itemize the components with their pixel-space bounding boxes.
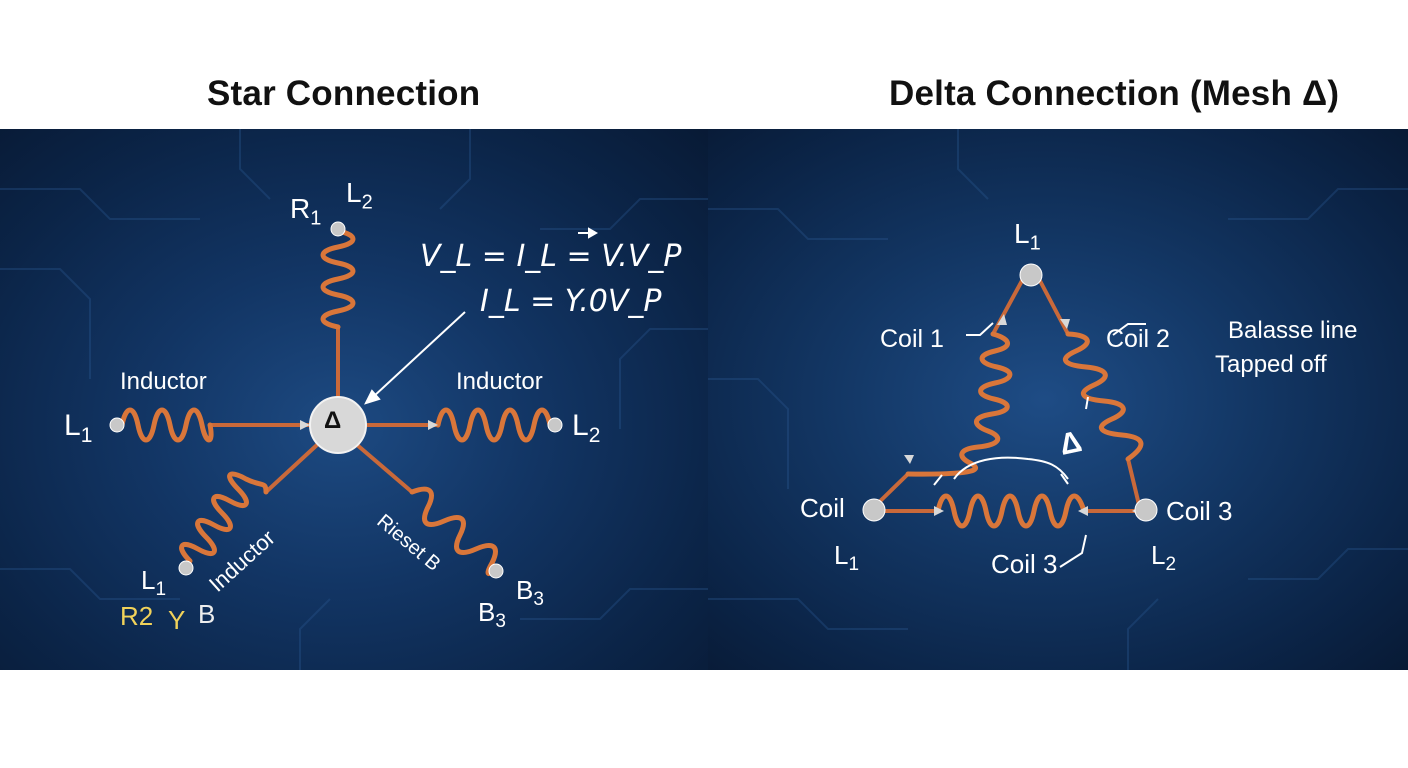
terminal-lower-right (488, 563, 504, 579)
coil-lower-left (179, 471, 269, 564)
label-tapped-off: Tapped off (1215, 351, 1327, 378)
coil-left (119, 407, 214, 443)
formula-line-1: V_L = I_L = V.V_P (420, 239, 682, 274)
coil-top (320, 228, 356, 330)
label-coil-1: Coil 1 (880, 325, 944, 353)
label-top-l2: L2 (346, 177, 373, 214)
label-coil-left: Coil (800, 493, 845, 523)
delta-diagram (708, 129, 1408, 670)
coil-lower-right (409, 486, 498, 576)
center-delta-symbol: Δ (324, 407, 342, 434)
terminal-lower-left (178, 560, 194, 576)
star-connection-panel: R1 L2 L1 L2 Inductor Inductor Inductor R… (0, 129, 708, 670)
coil-3 (935, 493, 1087, 529)
label-b3-lower: B3 (478, 597, 506, 633)
label-coil-3-bottom: Coil 3 (991, 549, 1058, 579)
star-terminals (109, 221, 563, 579)
delta-annotation-lines (933, 322, 1146, 568)
label-top-l1: L1 (1014, 218, 1041, 255)
delta-connection-panel: L1 Coil 1 Coil 2 Balasse line Tapped off… (708, 129, 1408, 670)
terminal-left (862, 498, 886, 522)
wire-lower-right (354, 442, 414, 494)
formula-pointer-arrow (364, 311, 466, 405)
wire-lower-left (264, 442, 320, 494)
label-r1: R1 (290, 193, 322, 230)
formula-line-2: I_L = Y.0V_P (480, 284, 662, 319)
label-balasse-line: Balasse line (1228, 317, 1358, 344)
terminal-top (1019, 263, 1043, 287)
terminal-left (109, 417, 125, 433)
coil-right (435, 407, 553, 443)
delta-connection-title: Delta Connection (Mesh Δ) (889, 74, 1340, 113)
label-right-l2: L2 (1151, 540, 1177, 576)
terminal-right (547, 417, 563, 433)
star-wires (208, 325, 440, 494)
background-traces (0, 129, 708, 670)
label-left-l1: L1 (834, 540, 860, 576)
label-b: B (198, 599, 216, 629)
star-center-node (309, 396, 367, 454)
label-left-l1: L1 (64, 409, 93, 447)
coil-2 (1062, 331, 1144, 462)
label-right-l2: L2 (572, 409, 601, 447)
delta-terminals (862, 263, 1158, 522)
label-b3-upper: B3 (516, 575, 544, 611)
bottom-margin (0, 670, 1408, 768)
label-y: Y (168, 605, 186, 635)
terminal-right (1134, 498, 1158, 522)
terminal-top (330, 221, 346, 237)
label-inductor-right: Inductor (456, 368, 543, 395)
star-connection-title: Star Connection (207, 74, 481, 113)
label-r2: R2 (120, 601, 154, 631)
label-inductor-left: Inductor (120, 368, 207, 395)
background-traces (708, 129, 1408, 670)
coil-1 (905, 331, 1013, 477)
label-bottom-l1: L1 (141, 565, 167, 601)
star-diagram (0, 129, 708, 670)
label-coil-3-right: Coil 3 (1166, 496, 1233, 526)
star-arrowheads (300, 420, 438, 430)
label-coil-2: Coil 2 (1106, 325, 1170, 353)
vector-arrow (578, 227, 599, 239)
